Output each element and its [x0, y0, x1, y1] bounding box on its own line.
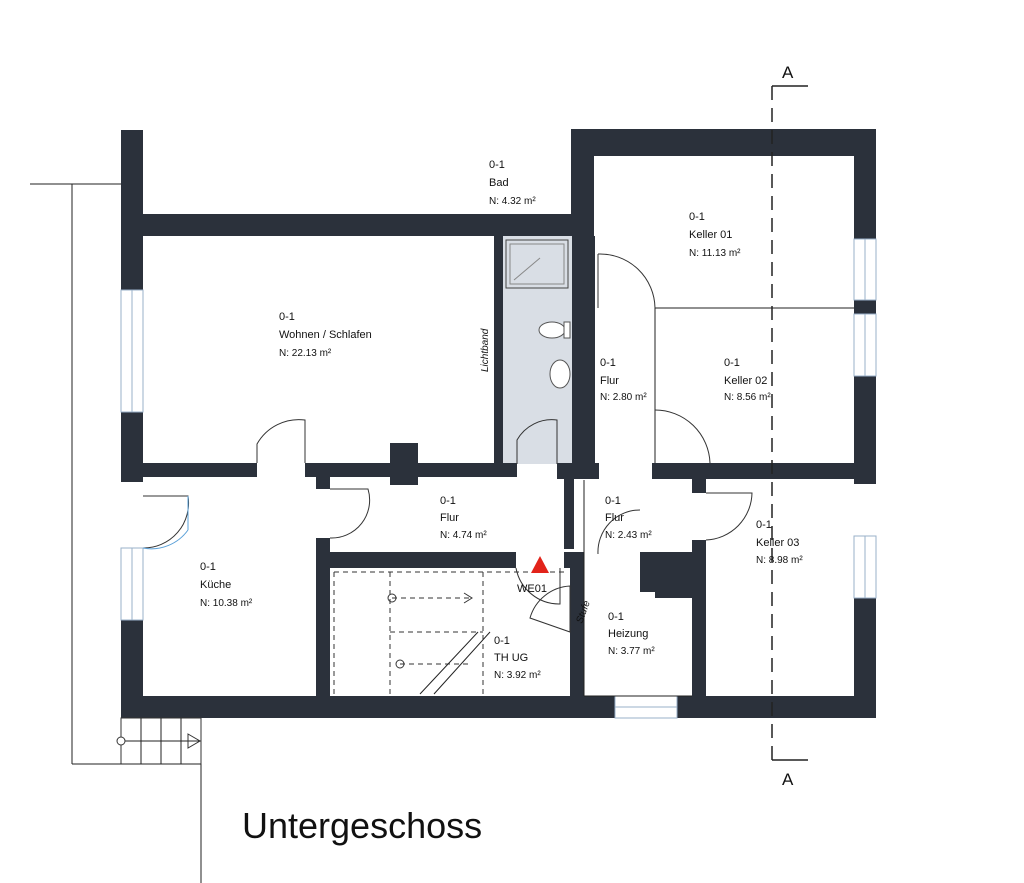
- svg-text:0-1: 0-1: [494, 635, 510, 647]
- svg-text:N: 22.13 m²: N: 22.13 m²: [279, 348, 332, 359]
- plan-title: Untergeschoss: [242, 805, 482, 846]
- svg-text:0-1: 0-1: [689, 211, 705, 223]
- svg-text:Heizung: Heizung: [608, 628, 648, 640]
- svg-text:Flur: Flur: [440, 512, 459, 524]
- room-flur-280: 0-1 Flur N: 2.80 m²: [600, 357, 647, 403]
- toilet-icon: [538, 321, 566, 339]
- svg-text:Wohnen / Schlafen: Wohnen / Schlafen: [279, 329, 372, 341]
- lichtband-label: Lichtband: [480, 328, 491, 372]
- svg-text:N: 8.56 m²: N: 8.56 m²: [724, 392, 771, 403]
- room-kueche: 0-1 Küche N: 10.38 m²: [200, 561, 253, 609]
- section-marker-bottom: A: [782, 770, 794, 789]
- svg-text:N: 3.77 m²: N: 3.77 m²: [608, 646, 655, 657]
- svg-text:0-1: 0-1: [600, 357, 616, 369]
- bathroom-floor: [502, 236, 572, 464]
- room-keller-01: 0-1 Keller 01 N: 11.13 m²: [689, 211, 741, 259]
- svg-text:0-1: 0-1: [724, 357, 740, 369]
- svg-text:N: 4.32 m²: N: 4.32 m²: [489, 196, 536, 207]
- windows: [120, 238, 877, 719]
- room-keller-02: 0-1 Keller 02 N: 8.56 m²: [724, 357, 771, 403]
- room-flur-243: 0-1 Flur N: 2.43 m²: [605, 495, 652, 541]
- svg-text:Bad: Bad: [489, 177, 509, 189]
- interior-lines: [583, 307, 854, 697]
- room-wohnen-schlafen: 0-1 Wohnen / Schlafen N: 22.13 m²: [279, 311, 372, 359]
- svg-text:0-1: 0-1: [489, 159, 505, 171]
- svg-text:0-1: 0-1: [605, 495, 621, 507]
- svg-text:0-1: 0-1: [608, 611, 624, 623]
- staircase: [116, 571, 566, 765]
- room-flur-474: 0-1 Flur N: 4.74 m²: [440, 495, 487, 541]
- sink-icon: [549, 359, 571, 389]
- unit-marker-icon: [531, 556, 549, 573]
- svg-text:Flur: Flur: [600, 375, 619, 387]
- svg-text:0-1: 0-1: [756, 519, 772, 531]
- svg-text:0-1: 0-1: [279, 311, 295, 323]
- svg-text:N: 4.74 m²: N: 4.74 m²: [440, 530, 487, 541]
- room-labels: 0-1 Bad N: 4.32 m² 0-1 Keller 01 N: 11.1…: [200, 159, 803, 681]
- unit-label: WE01: [517, 583, 547, 595]
- room-keller-03: 0-1 Keller 03 N: 8.98 m²: [756, 519, 803, 566]
- section-line: A A: [771, 63, 808, 789]
- svg-text:N: 2.43 m²: N: 2.43 m²: [605, 530, 652, 541]
- svg-text:TH UG: TH UG: [494, 652, 528, 664]
- svg-text:Keller 03: Keller 03: [756, 537, 799, 549]
- svg-text:0-1: 0-1: [200, 561, 216, 573]
- svg-text:Keller 01: Keller 01: [689, 229, 732, 241]
- walls: [121, 129, 876, 718]
- doors: [142, 253, 753, 633]
- svg-text:Flur: Flur: [605, 512, 624, 524]
- svg-text:Keller 02: Keller 02: [724, 375, 767, 387]
- section-marker-top: A: [782, 63, 794, 82]
- room-heizung: 0-1 Heizung N: 3.77 m²: [608, 611, 655, 657]
- room-bad: 0-1 Bad N: 4.32 m²: [489, 159, 536, 207]
- svg-text:N: 3.92 m²: N: 3.92 m²: [494, 670, 541, 681]
- bathroom-fixtures: [505, 239, 571, 389]
- svg-text:0-1: 0-1: [440, 495, 456, 507]
- svg-text:N: 10.38 m²: N: 10.38 m²: [200, 598, 253, 609]
- exterior-lines: [30, 183, 202, 883]
- svg-text:N: 2.80 m²: N: 2.80 m²: [600, 392, 647, 403]
- svg-text:Küche: Küche: [200, 579, 231, 591]
- svg-text:N: 8.98 m²: N: 8.98 m²: [756, 555, 803, 566]
- svg-text:N: 11.13 m²: N: 11.13 m²: [689, 248, 741, 259]
- room-th-ug: 0-1 TH UG N: 3.92 m²: [494, 635, 541, 681]
